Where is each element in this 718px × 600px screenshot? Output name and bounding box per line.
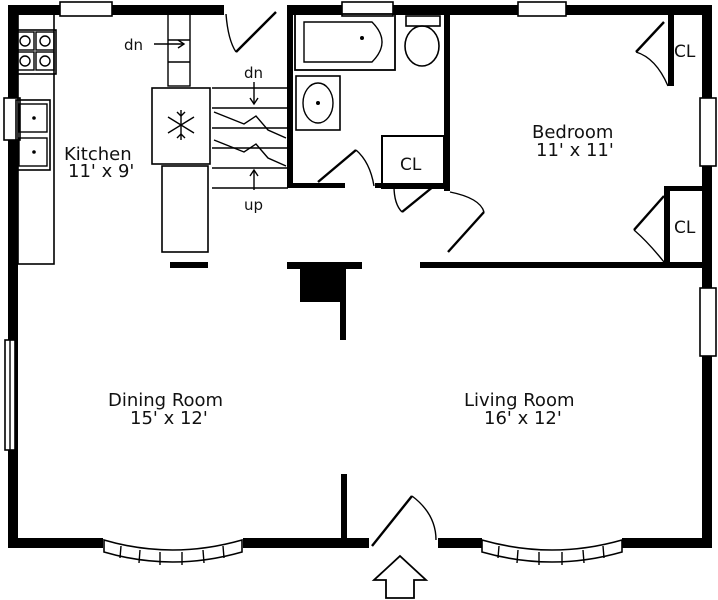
stove-icon (13, 29, 57, 75)
bathroom-sink (295, 75, 341, 131)
kitchen-counter (17, 13, 55, 265)
bedroom-size: 11' x 11' (536, 140, 614, 161)
toilet (404, 15, 441, 67)
living-room-size: 16' x 12' (484, 408, 562, 429)
kitchen-name: Kitchen (64, 144, 132, 165)
snowflake-icon (167, 110, 195, 140)
stairs-down-label: dn (244, 64, 263, 82)
dining-room-size: 15' x 12' (130, 408, 208, 429)
closet-label-bedroom-bottom: CL (674, 218, 696, 238)
living-room-name: Living Room (464, 390, 575, 411)
exterior-walls (8, 5, 712, 548)
bedroom-name: Bedroom (532, 122, 613, 143)
entry-arrow-icon (371, 554, 429, 599)
sink-icon (15, 99, 51, 171)
doors (225, 11, 708, 547)
stairs (154, 13, 288, 190)
stairs-down-label-left: dn (124, 36, 143, 54)
stairs-up-label: up (244, 196, 263, 214)
bathtub (294, 13, 396, 71)
refrigerator (151, 87, 211, 165)
closet-label-bath: CL (400, 155, 422, 175)
bay-window-dining (103, 538, 243, 565)
dining-room-name: Dining Room (108, 390, 223, 411)
closet-label-bedroom-top: CL (674, 42, 696, 62)
kitchen-cabinet (161, 165, 209, 253)
kitchen-size: 11' x 9' (68, 161, 134, 182)
bay-window-living (481, 538, 623, 565)
interior-walls (170, 5, 708, 544)
